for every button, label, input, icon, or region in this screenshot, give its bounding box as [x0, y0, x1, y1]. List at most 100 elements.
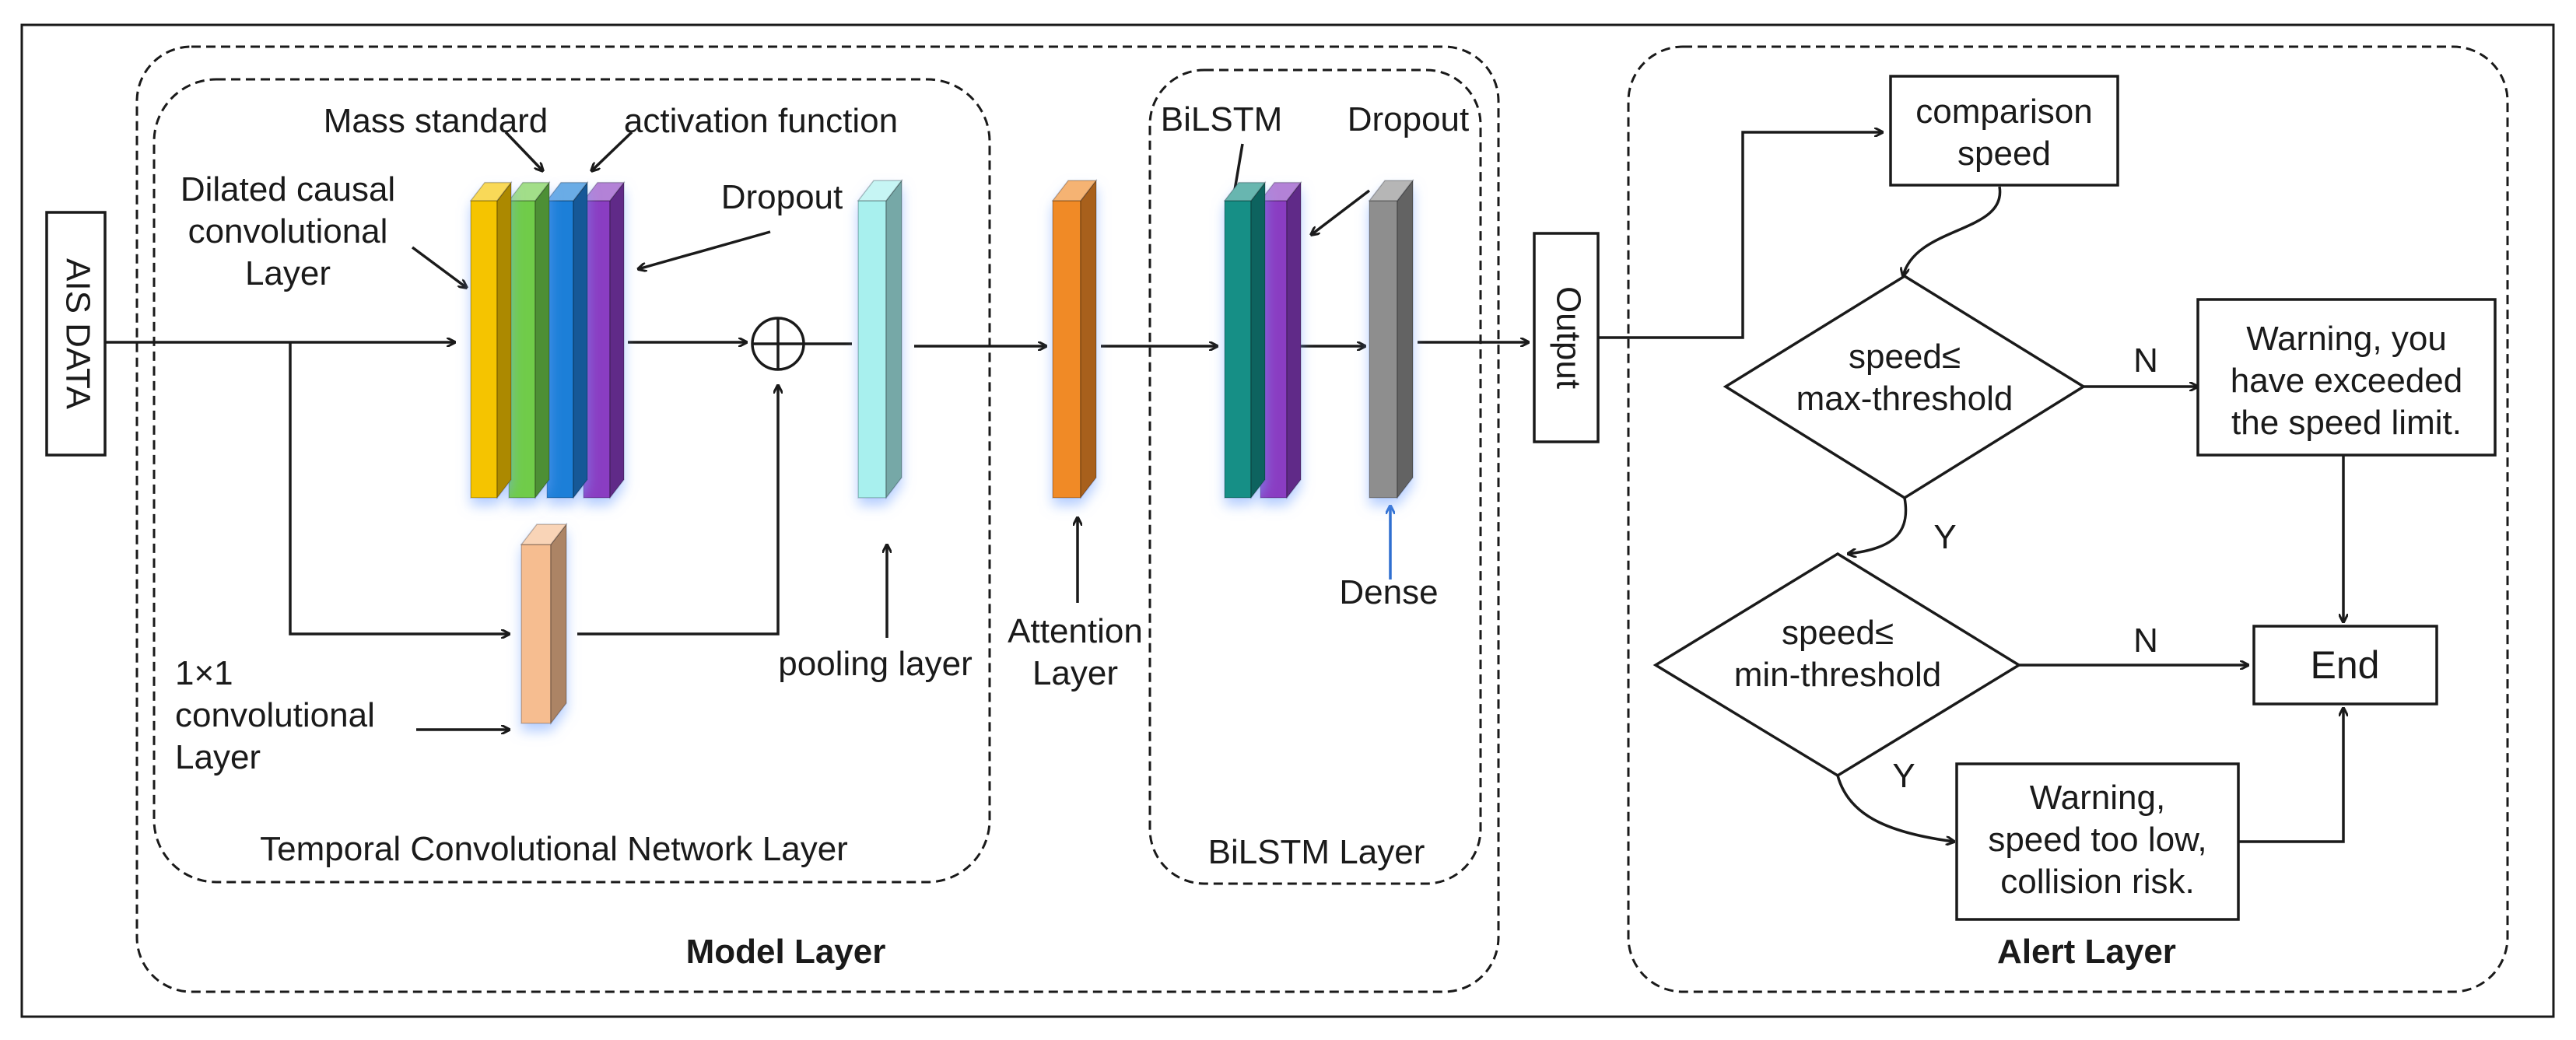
bilstm-title: BiLSTM Layer — [1208, 833, 1425, 871]
arrow-input-to-1x1 — [289, 342, 510, 634]
pooling-block-top — [857, 180, 903, 201]
dense-block-top — [1368, 180, 1414, 201]
arrow-tcn-dropout — [638, 230, 771, 269]
bilstm-block-purple-top — [1259, 181, 1302, 201]
dense-block-front — [1369, 200, 1398, 499]
activation-function-label: activation function — [624, 102, 898, 140]
bilstm-layer-region — [1148, 68, 1482, 885]
tcn-block-blue-top — [545, 181, 589, 201]
attention-label-2: Layer — [1032, 654, 1118, 692]
tcn-block-blue — [545, 180, 589, 500]
conv1x1-block-front — [520, 544, 552, 724]
conv1x1-block-side — [550, 522, 567, 726]
output-box — [1533, 232, 1600, 443]
edge-n-label-1: N — [2133, 341, 2158, 380]
attention-label-1: Attention — [1008, 612, 1143, 650]
tcn-block-mass-standard — [507, 180, 551, 500]
conv1x1-block-top — [520, 524, 568, 545]
arrow-mass-standard — [504, 131, 543, 171]
alert-layer-title: Alert Layer — [1997, 933, 2176, 971]
tcn-block-mass-standard-top — [507, 181, 551, 201]
edge-n-label-2: N — [2133, 622, 2158, 660]
conv1x1-label-2: convolutional — [175, 696, 375, 734]
tcn-title: Temporal Convolutional Network Layer — [260, 830, 848, 868]
arrow-bilstm-dropout — [1311, 189, 1371, 235]
ais-data-label: AIS DATA — [58, 258, 96, 410]
bilstm-block-purple-side — [1286, 180, 1302, 500]
bilstm-block-teal-front — [1224, 200, 1252, 499]
dense-label: Dense — [1339, 573, 1438, 611]
tcn-block-activation-top — [582, 181, 626, 201]
arrow-dilated-conv — [411, 246, 467, 288]
warning-high-box — [2196, 298, 2497, 457]
tcn-block-activation — [582, 180, 626, 500]
residual-add-cross — [752, 318, 804, 369]
tcn-block-dilated-conv-front — [470, 200, 498, 499]
arrow-min-yes — [1836, 775, 1954, 842]
warning-low-label-3: collision risk. — [2000, 863, 2194, 901]
arrow-1x1-to-add — [577, 385, 778, 636]
tcn-block-activation-side — [609, 180, 625, 500]
alert-layer-region — [1627, 45, 2509, 993]
decision-max-label-2: max-threshold — [1796, 380, 2013, 418]
tcn-block-dilated-conv-top — [469, 181, 513, 201]
output-label: Output — [1549, 286, 1587, 389]
pooling-block — [857, 178, 903, 500]
tcn-block-dilated-conv-side — [496, 180, 512, 500]
attention-block-top — [1051, 180, 1098, 201]
warning-low-label-2: speed too low, — [1988, 821, 2206, 859]
layer-blocks — [469, 178, 1414, 726]
end-box — [2252, 625, 2438, 706]
dense-block — [1368, 178, 1414, 500]
pooling-label: pooling layer — [778, 645, 973, 683]
tcn-block-blue-front — [546, 200, 574, 499]
arrow-max-to-min — [1848, 497, 1908, 554]
tcn-dropout-label: Dropout — [721, 178, 843, 216]
bilstm-block-teal-side — [1250, 180, 1266, 500]
model-layer-region — [135, 45, 1500, 993]
arrow-comparison-to-max — [1903, 186, 2002, 276]
tcn-layer-region — [152, 78, 991, 884]
attention-block-front — [1052, 200, 1081, 499]
warning-high-label-2: have exceeded — [2231, 362, 2462, 400]
arrow-warning-low-to-end — [2238, 708, 2343, 843]
decision-min-label-1: speed≤ — [1782, 614, 1894, 652]
bilstm-label: BiLSTM — [1161, 100, 1282, 138]
bilstm-block-teal — [1223, 180, 1267, 500]
comparison-label-1: comparison — [1915, 93, 2092, 131]
comparison-speed-box — [1889, 75, 2119, 187]
bilstm-dropout-label: Dropout — [1348, 100, 1470, 138]
warning-high-label-3: the speed limit. — [2231, 404, 2462, 442]
decision-max-label-1: speed≤ — [1849, 338, 1961, 376]
warning-high-label-1: Warning, you — [2246, 320, 2447, 358]
bilstm-block-teal-top — [1223, 181, 1267, 201]
outer-frame — [20, 23, 2555, 1018]
model-layer-title: Model Layer — [686, 933, 886, 971]
end-label: End — [2311, 643, 2380, 687]
comparison-label-2: speed — [1957, 135, 2051, 173]
edge-y-label-1: Y — [1933, 518, 1956, 556]
attention-block-side — [1080, 178, 1097, 500]
pooling-block-front — [857, 200, 887, 499]
arrow-activation-function — [591, 131, 633, 171]
conv1x1-block — [520, 522, 568, 726]
tcn-block-mass-standard-side — [534, 180, 550, 500]
mass-standard-label: Mass standard — [324, 102, 548, 140]
decision-min-label-2: min-threshold — [1734, 656, 1942, 694]
tcn-block-mass-standard-front — [508, 200, 536, 499]
dilated-conv-label-2: convolutional — [188, 212, 388, 250]
bilstm-block-purple — [1259, 180, 1302, 500]
tcn-block-blue-side — [573, 180, 588, 500]
edge-y-label-2: Y — [1892, 757, 1915, 795]
conv1x1-label-1: 1×1 — [175, 654, 233, 692]
tcn-block-dilated-conv — [469, 180, 513, 500]
ais-data-box — [45, 211, 107, 457]
warning-low-box — [1955, 762, 2240, 921]
arrow-output-to-comparison — [1598, 132, 1883, 339]
pooling-block-side — [885, 178, 902, 500]
dilated-conv-label-3: Layer — [245, 254, 331, 292]
warning-low-label-1: Warning, — [2030, 779, 2165, 817]
dense-block-side — [1397, 178, 1414, 500]
dilated-conv-label-1: Dilated causal — [180, 170, 395, 208]
